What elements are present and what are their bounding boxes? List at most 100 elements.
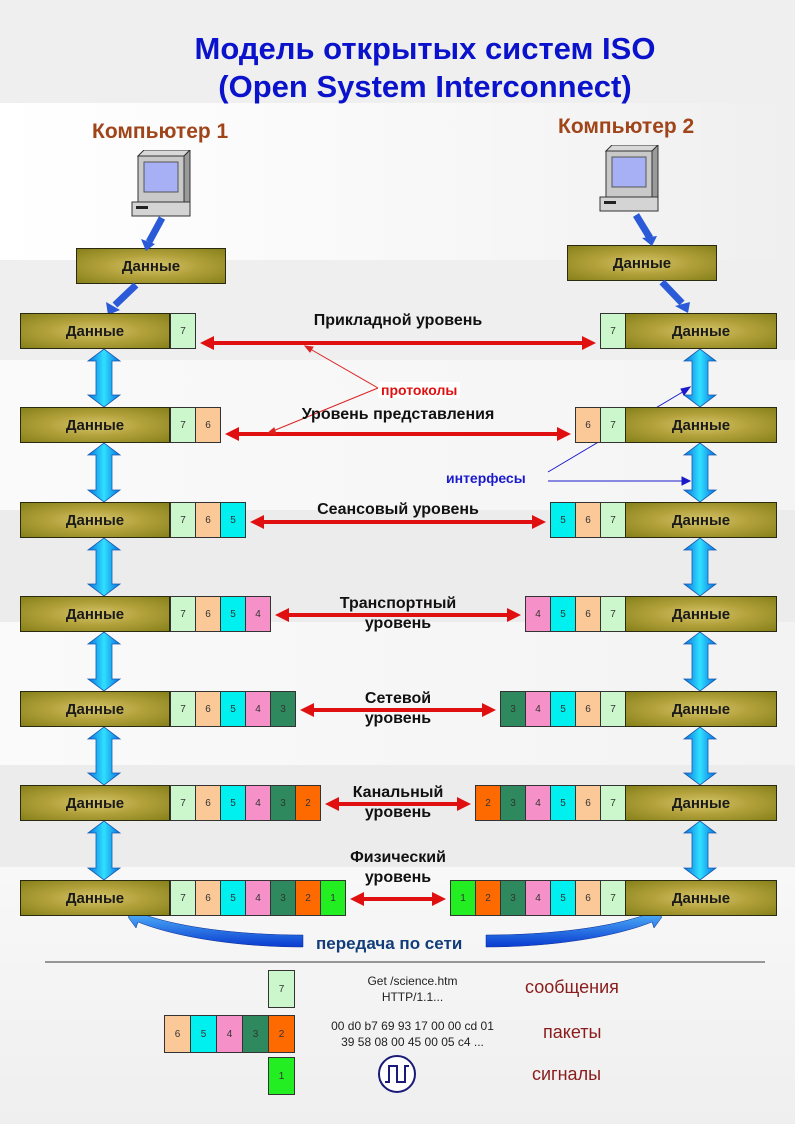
header-cell-5: 5 <box>220 502 246 538</box>
data-label: Данные <box>65 322 125 340</box>
legend-header-cell-6: 6 <box>164 1015 191 1053</box>
header-cell-7: 7 <box>170 691 196 727</box>
header-cell-5: 5 <box>220 691 246 727</box>
data-box-right: Данные <box>625 785 777 821</box>
layer-name-line: уровень <box>364 804 432 821</box>
layer-name-line: Канальный <box>352 784 444 801</box>
title-line-2: (Open System Interconnect) <box>218 69 632 104</box>
legend-header-cell-5: 5 <box>190 1015 217 1053</box>
interfaces-label: интерфесы <box>446 470 526 486</box>
data-box-right: Данные <box>625 691 777 727</box>
header-cell-5: 5 <box>220 785 246 821</box>
computer-icon <box>599 145 659 212</box>
title-line-1: Модель открытых систем ISO <box>194 31 656 66</box>
data-label: Данные <box>612 254 672 272</box>
data-label: Данные <box>671 889 731 907</box>
header-cell-5: 5 <box>550 502 576 538</box>
square-wave-signal-icon <box>378 1055 416 1093</box>
header-cell-6: 6 <box>575 880 601 916</box>
layer-name-4: Транспортный уровень <box>278 594 518 634</box>
data-label: Данные <box>671 700 731 718</box>
header-cell-5: 5 <box>550 596 576 632</box>
data-label: Данные <box>121 257 181 275</box>
header-cell-5: 5 <box>550 691 576 727</box>
header-cell-6: 6 <box>575 502 601 538</box>
header-cell-7: 7 <box>600 691 626 727</box>
header-cell-2: 2 <box>475 880 501 916</box>
computer-1-label: Компьютер 1 <box>92 120 229 143</box>
layer-name-2: Канальный уровень <box>278 783 518 823</box>
header-cell-7: 7 <box>170 313 196 349</box>
layer-name-line: Транспортный <box>339 595 457 612</box>
data-box-left: Данные <box>20 407 170 443</box>
header-cell-7: 7 <box>600 785 626 821</box>
header-cell-5: 5 <box>550 785 576 821</box>
legend-kind-label: сообщения <box>525 977 619 997</box>
data-box-right: Данные <box>625 596 777 632</box>
header-cell-4: 4 <box>525 880 551 916</box>
header-cell-7: 7 <box>170 880 196 916</box>
data-label: Данные <box>65 416 125 434</box>
data-label: Данные <box>65 794 125 812</box>
legend-sample-line: 00 d0 b7 69 93 17 00 00 cd 01 <box>331 1019 494 1033</box>
data-box-left: Данные <box>20 785 170 821</box>
header-cell-4: 4 <box>525 691 551 727</box>
header-cell-5: 5 <box>220 880 246 916</box>
header-cell-6: 6 <box>195 785 221 821</box>
data-label: Данные <box>671 511 731 529</box>
header-cell-1: 1 <box>320 880 346 916</box>
legend-sample-line: Get /science.htm <box>367 974 458 988</box>
data-box-left: Данные <box>20 502 170 538</box>
header-cell-4: 4 <box>245 785 271 821</box>
header-cell-7: 7 <box>600 407 626 443</box>
layer-name-line: уровень <box>364 615 432 632</box>
header-cell-6: 6 <box>575 407 601 443</box>
layer-name-line: уровень <box>364 869 432 886</box>
legend-kind-label: пакеты <box>543 1022 602 1042</box>
data-box-left: Данные <box>20 596 170 632</box>
data-label: Данные <box>671 605 731 623</box>
data-label: Данные <box>65 605 125 623</box>
layer-name-line: уровень <box>364 710 432 727</box>
layer-name-line: Прикладной уровень <box>313 312 483 329</box>
header-cell-7: 7 <box>600 880 626 916</box>
layer-name-line: Сетевой <box>364 690 432 707</box>
protocols-label: протоколы <box>378 382 461 398</box>
layer-name-3: Сетевой уровень <box>278 689 518 729</box>
header-cell-6: 6 <box>195 596 221 632</box>
header-cell-4: 4 <box>245 880 271 916</box>
header-cell-7: 7 <box>600 313 626 349</box>
data-box-right: Данные <box>625 407 777 443</box>
legend-header-cell-2: 2 <box>268 1015 295 1053</box>
layer-name-line: Уровень представления <box>301 406 495 423</box>
computer-icon <box>131 150 191 217</box>
header-cell-3: 3 <box>270 691 296 727</box>
header-cell-6: 6 <box>575 691 601 727</box>
legend-sample-line: 39 58 08 00 45 00 05 c4 ... <box>341 1035 484 1049</box>
data-box-left: Данные <box>20 691 170 727</box>
header-cell-7: 7 <box>170 502 196 538</box>
layer-name-line: Сеансовый уровень <box>317 501 479 518</box>
top-data-box-right: Данные <box>567 245 717 281</box>
data-label: Данные <box>671 794 731 812</box>
header-cell-4: 4 <box>245 691 271 727</box>
header-cell-7: 7 <box>170 785 196 821</box>
header-cell-7: 7 <box>170 596 196 632</box>
header-cell-6: 6 <box>195 407 221 443</box>
legend-header-cell-7: 7 <box>268 970 295 1008</box>
header-cell-5: 5 <box>220 596 246 632</box>
header-cell-4: 4 <box>525 785 551 821</box>
header-cell-6: 6 <box>195 502 221 538</box>
layer-name-5: Сеансовый уровень <box>278 500 518 520</box>
data-label: Данные <box>671 322 731 340</box>
header-cell-7: 7 <box>600 502 626 538</box>
legend-kind-label: сигналы <box>532 1064 602 1084</box>
header-cell-2: 2 <box>295 880 321 916</box>
legend-header-cell-4: 4 <box>216 1015 243 1053</box>
top-data-box-left: Данные <box>76 248 226 284</box>
header-cell-4: 4 <box>245 596 271 632</box>
data-box-right: Данные <box>625 313 777 349</box>
background-band <box>0 103 795 260</box>
page-title: Модель открытых систем ISO (Open System … <box>0 30 795 106</box>
